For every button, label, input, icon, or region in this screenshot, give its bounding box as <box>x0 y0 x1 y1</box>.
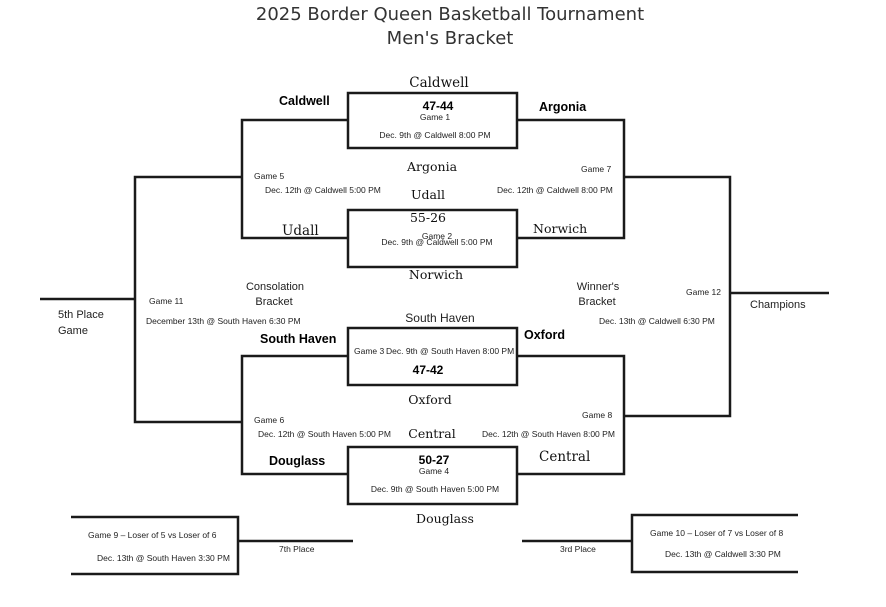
game-7-label: Game 7 <box>581 164 612 174</box>
game-10-label: Game 10 – Loser of 7 vs Loser of 8 <box>650 528 784 538</box>
game-3-info: Dec. 9th @ South Haven 8:00 PM <box>386 346 515 356</box>
line-g3-left <box>240 354 348 476</box>
game-1-score: 47-44 <box>422 99 454 113</box>
game-6-label: Game 6 <box>254 415 285 425</box>
game-8-label: Game 8 <box>582 410 613 420</box>
game-5-label: Game 5 <box>254 171 285 181</box>
game-5-info: Dec. 12th @ Caldwell 5:00 PM <box>265 185 381 195</box>
game-1-bottom-team: Argonia <box>406 159 458 174</box>
fifth-place-line2: Game <box>58 325 88 337</box>
game-4-top-team: Central <box>408 426 456 441</box>
consolation-label-line1: Consolation <box>245 281 305 293</box>
game-10-info: Dec. 13th @ Caldwell 3:30 PM <box>665 549 781 559</box>
third-place-label: 3rd Place <box>560 544 596 554</box>
game-9-info: Dec. 13th @ South Haven 3:30 PM <box>97 553 230 563</box>
game-4-score: 50-27 <box>418 453 450 467</box>
game-3-bottom-team: Oxford <box>408 392 452 407</box>
game-1-left-team: Caldwell <box>279 94 330 108</box>
game-3-left-team: South Haven <box>260 332 337 346</box>
game-4-left-team: Douglass <box>269 454 326 468</box>
game-3-right-team: Oxford <box>524 328 565 342</box>
winners-label-line1: Winner's <box>576 281 620 293</box>
game-4-label: Game 4 <box>418 466 450 476</box>
line-g1-right <box>517 118 626 240</box>
line-game12 <box>624 175 732 418</box>
game-4-bottom-team: Douglass <box>416 511 474 526</box>
game-2-score: 55-26 <box>409 210 447 225</box>
game-2-label: Game 2 <box>421 231 453 241</box>
game-3-top-team: South Haven <box>405 311 475 325</box>
game-1-label: Game 1 <box>419 112 451 122</box>
champions-label: Champions <box>750 299 806 311</box>
game-12-info: Dec. 13th @ Caldwell 6:30 PM <box>599 316 715 326</box>
game-1-info: Dec. 9th @ Caldwell 8:00 PM <box>379 130 491 140</box>
winners-label-line2: Bracket <box>578 296 616 308</box>
game-2-bottom-team: Norwich <box>408 267 464 282</box>
game-1-right-team: Argonia <box>539 100 587 114</box>
fifth-place-line1: 5th Place <box>58 309 104 321</box>
game-11-label: Game 11 <box>149 296 184 306</box>
page-subtitle: Men's Bracket <box>386 28 514 49</box>
game-7-info: Dec. 12th @ Caldwell 8:00 PM <box>497 185 613 195</box>
game-1-top-team: Caldwell <box>409 75 469 91</box>
game-9-label: Game 9 – Loser of 5 vs Loser of 6 <box>88 530 217 540</box>
game-8-info: Dec. 12th @ South Haven 8:00 PM <box>482 429 615 439</box>
game-2-top-team: Udall <box>411 187 445 202</box>
game-4-right-team: Central <box>539 449 591 465</box>
line-g1-left <box>240 118 348 240</box>
seventh-place-label: 7th Place <box>279 544 315 554</box>
game-2-info: Dec. 9th @ Caldwell 5:00 PM <box>381 237 493 247</box>
game-11-info: December 13th @ South Haven 6:30 PM <box>146 316 301 326</box>
game-3-label: Game 3 <box>354 346 385 356</box>
game-12-label: Game 12 <box>686 287 721 297</box>
line-game9 <box>71 515 240 576</box>
game-2-right-team: Norwich <box>533 221 588 236</box>
game-3-score: 47-42 <box>412 363 444 377</box>
game-2-left-team: Udall <box>282 223 319 239</box>
game-6-info: Dec. 12th @ South Haven 5:00 PM <box>258 429 391 439</box>
page-title: 2025 Border Queen Basketball Tournament <box>255 4 645 25</box>
game-4-box <box>346 445 519 506</box>
game-4-info: Dec. 9th @ South Haven 5:00 PM <box>370 484 500 494</box>
consolation-label-line2: Bracket <box>255 296 293 308</box>
line-game10 <box>630 513 798 574</box>
